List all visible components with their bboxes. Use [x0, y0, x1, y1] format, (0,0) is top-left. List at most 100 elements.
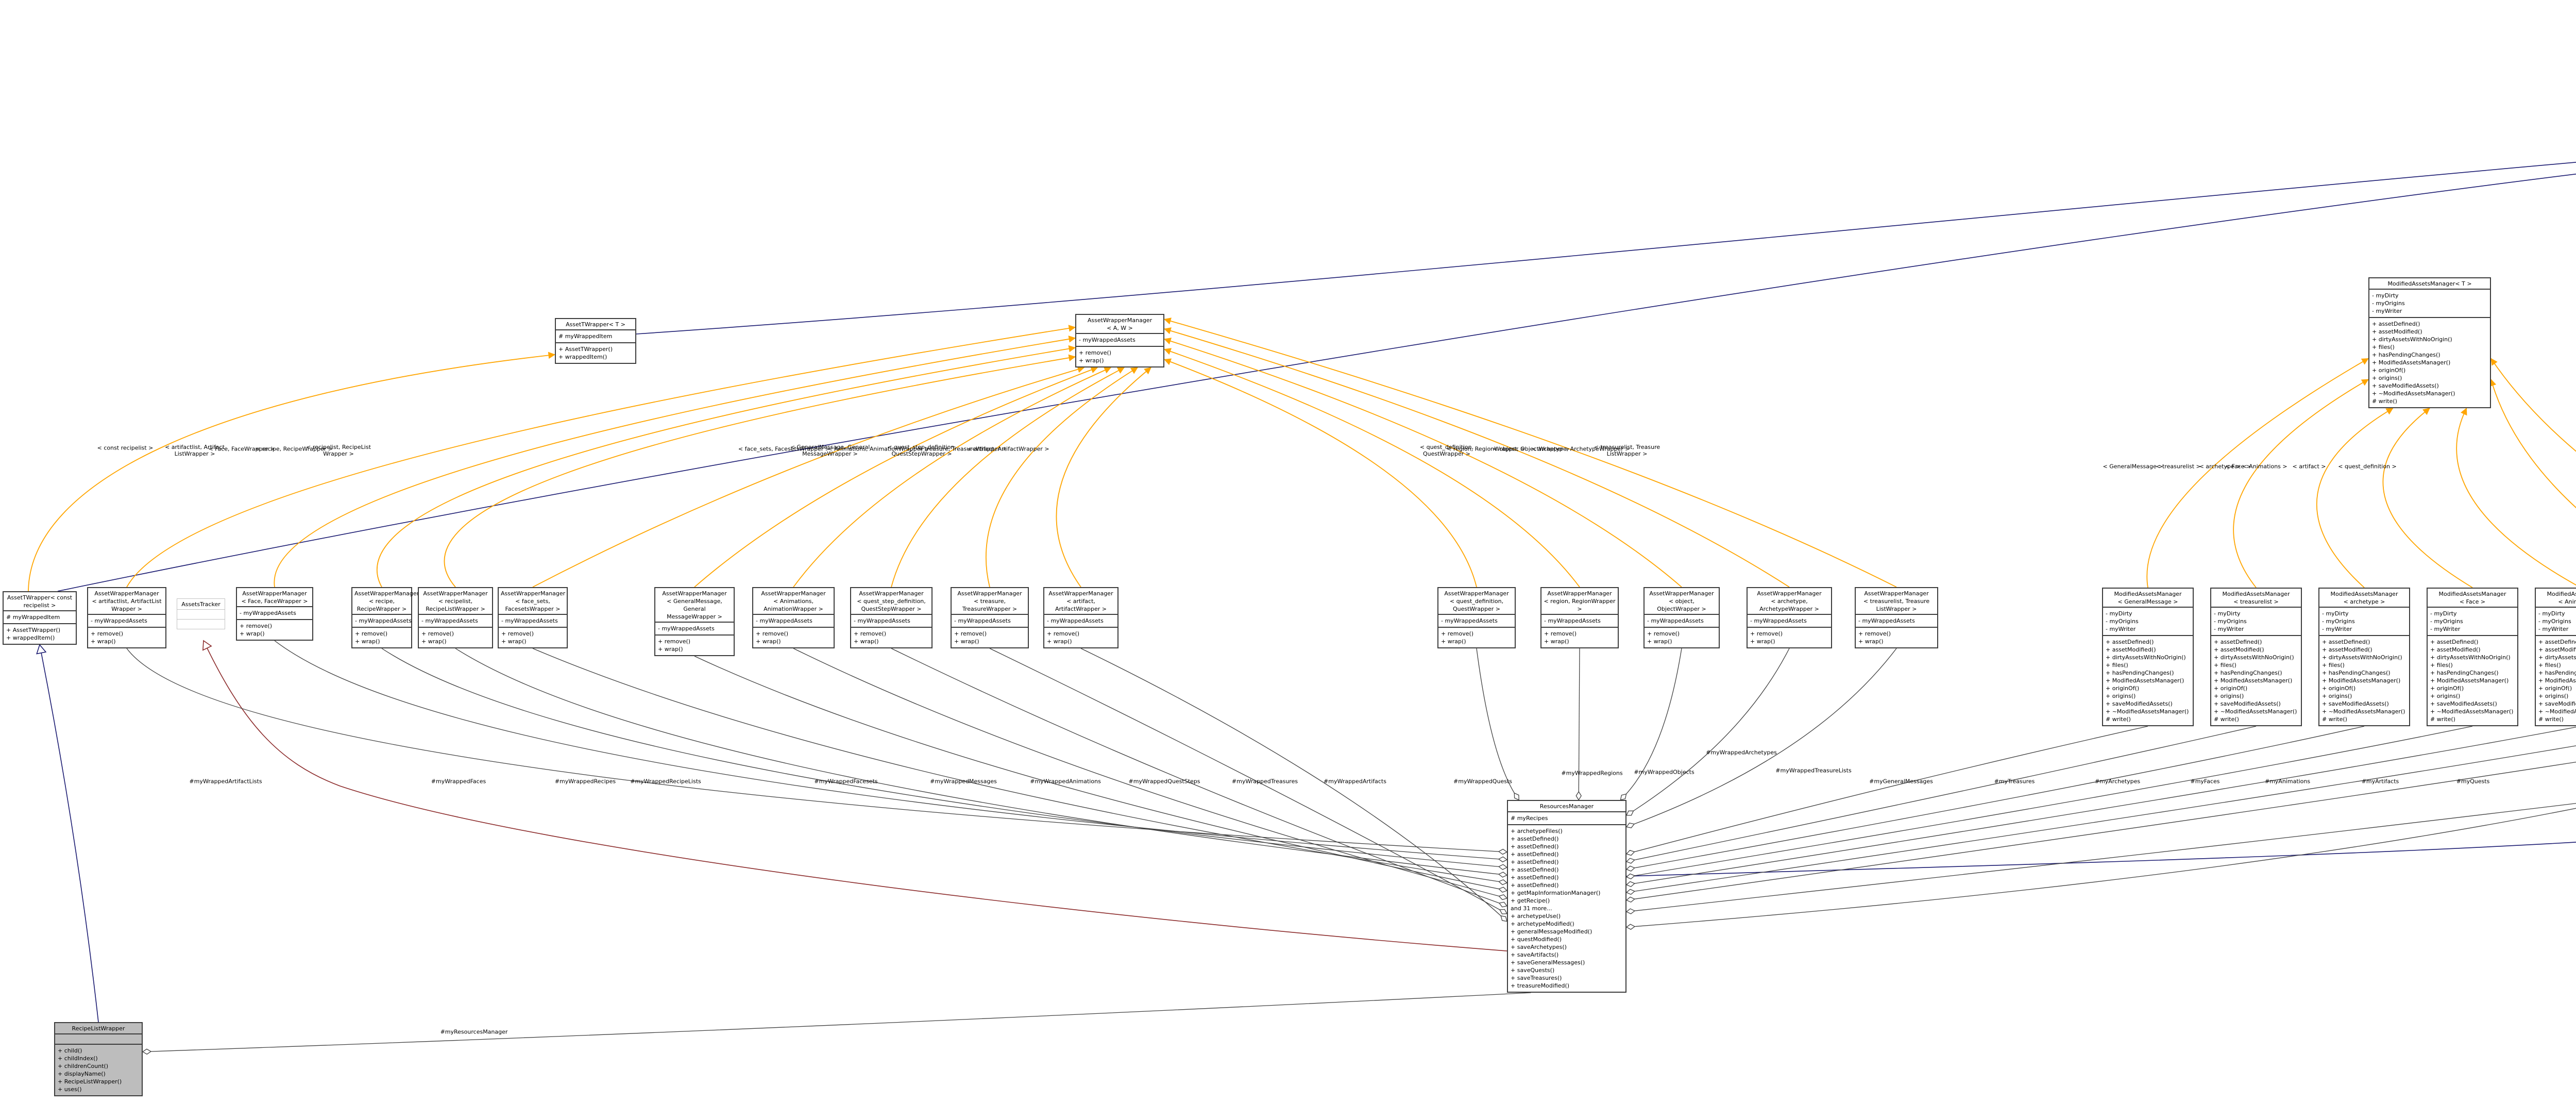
usage-edge	[1626, 745, 2576, 893]
class-title: AssetWrapperManager < quest_step_definit…	[851, 588, 931, 615]
template-edge	[2490, 379, 2576, 509]
template-edge	[376, 347, 1076, 588]
class-awm_treasurelist[interactable]: AssetWrapperManager < treasurelist, Trea…	[1855, 587, 1938, 648]
inheritm-edge	[203, 640, 1507, 951]
method: + remove()	[1047, 630, 1080, 637]
method-section: + assetDefined()+ assetModified()+ dirty…	[2103, 635, 2193, 725]
edge-label: < Animations >	[2242, 463, 2287, 470]
method: + child()	[58, 1047, 82, 1054]
class-atw_recipelist[interactable]: AssetTWrapper< const recipelist ># myWra…	[3, 591, 77, 645]
class-assetstracker[interactable]: AssetsTracker	[177, 598, 225, 629]
method: + childrenCount()	[58, 1063, 109, 1069]
class-awm_object[interactable]: AssetWrapperManager < object, ObjectWrap…	[1643, 587, 1720, 648]
class-resources[interactable]: ResourcesManager# myRecipes+ archetypeFi…	[1507, 800, 1626, 993]
template-edge	[793, 367, 1111, 588]
class-title: ModifiedAssetsManager < Animations >	[2536, 589, 2576, 608]
method: + uses()	[58, 1086, 82, 1093]
attribute-section: # myWrappedItem	[556, 330, 635, 342]
method: + wrap()	[240, 630, 265, 637]
attribute: - myWrappedAssets	[1047, 617, 1104, 624]
edge-label: < quest_definition >	[2338, 463, 2397, 470]
class-mam_face[interactable]: ModifiedAssetsManager < Face >- myDirty-…	[2427, 588, 2518, 726]
edge-label: < artifact >	[2292, 463, 2326, 470]
edge-label: #myWrappedQuests	[1453, 778, 1512, 785]
attribute: - myWrappedAssets	[756, 617, 812, 624]
attribute: - myWriter	[2322, 626, 2352, 632]
method: + wrap()	[91, 638, 116, 645]
method: + saveModifiedAssets()	[2214, 700, 2281, 707]
class-awm_questdef[interactable]: AssetWrapperManager < quest_definition, …	[1437, 587, 1516, 648]
method: + AssetTWrapper()	[6, 627, 60, 633]
method: + assetModified()	[2430, 646, 2481, 653]
attribute-section: - myWrappedAssets	[1541, 615, 1618, 627]
class-title: AssetWrapperManager < Animations, Animat…	[753, 588, 834, 615]
method: + assetModified()	[2538, 646, 2576, 653]
class-title: ResourcesManager	[1508, 801, 1625, 812]
class-title: ModifiedAssetsManager < Face >	[2428, 589, 2517, 608]
attribute: - myWrappedAssets	[854, 617, 910, 624]
method-section: + remove()+ wrap()	[237, 619, 312, 640]
method: + remove()	[240, 623, 273, 629]
attribute: - myDirty	[2538, 610, 2565, 617]
class-title: AssetsTracker	[177, 599, 225, 610]
class-atw_t[interactable]: AssetTWrapper< T ># myWrappedItem+ Asset…	[555, 318, 636, 364]
class-title: AssetWrapperManager < recipe, RecipeWrap…	[352, 588, 419, 615]
class-title: RecipeListWrapper	[55, 1023, 142, 1034]
class-awm_artifact[interactable]: AssetWrapperManager < artifact, Artifact…	[1043, 587, 1118, 648]
class-awm_artifactlist[interactable]: AssetWrapperManager < artifactlist, Arti…	[87, 587, 166, 648]
attribute: - myOrigins	[2214, 618, 2247, 625]
edge-label: < artifact, ArtifactWrapper >	[967, 445, 1049, 453]
class-title: AssetWrapperManager < artifact, Artifact…	[1044, 588, 1117, 615]
method: + remove()	[854, 630, 887, 637]
template-edge	[1056, 367, 1151, 588]
method-section: + remove()+ wrap()	[88, 627, 165, 647]
class-awm_queststep[interactable]: AssetWrapperManager < quest_step_definit…	[850, 587, 933, 648]
class-awm_face[interactable]: AssetWrapperManager < Face, FaceWrapper …	[236, 587, 313, 641]
method: + saveModifiedAssets()	[2372, 382, 2439, 389]
template-edge	[2146, 358, 2369, 588]
class-title: AssetWrapperManager < quest_definition, …	[1438, 588, 1515, 615]
class-awm_t[interactable]: AssetWrapperManager < A, W >- myWrappedA…	[1075, 314, 1164, 367]
class-mam_treasurelist[interactable]: ModifiedAssetsManager < treasurelist >- …	[2210, 588, 2302, 726]
method-section: + remove()+ wrap()	[1748, 627, 1831, 647]
method: + wrappedItem()	[6, 634, 55, 641]
method: + originOf()	[2214, 685, 2248, 692]
method: + wrap()	[854, 638, 879, 645]
class-mam_generalmessage[interactable]: ModifiedAssetsManager < GeneralMessage >…	[2102, 588, 2194, 726]
attribute-section: - myWrappedAssets	[851, 615, 931, 627]
class-mam_archetype[interactable]: ModifiedAssetsManager < archetype >- myD…	[2318, 588, 2410, 726]
template-edge	[694, 367, 1098, 588]
method: # write()	[2106, 716, 2131, 723]
class-awm_archetype[interactable]: AssetWrapperManager < archetype, Archety…	[1747, 587, 1832, 648]
attribute-section: - myWrappedAssets	[1645, 615, 1719, 627]
class-awm_region[interactable]: AssetWrapperManager < region, RegionWrap…	[1540, 587, 1619, 648]
method: + getRecipe()	[1511, 897, 1550, 904]
method: # write()	[2430, 716, 2455, 723]
method-section: + assetDefined()+ assetModified()+ dirty…	[2369, 317, 2490, 407]
edge-label: #myArtifacts	[2361, 778, 2399, 785]
template-edge	[1164, 359, 1477, 588]
class-awm_treasure[interactable]: AssetWrapperManager < treasure, Treasure…	[951, 587, 1029, 648]
method: + assetDefined()	[2214, 639, 2262, 645]
template-edge	[2490, 358, 2576, 452]
attribute-section: - myWrappedAssets	[1044, 615, 1117, 627]
class-mam_animations[interactable]: ModifiedAssetsManager < Animations > - my…	[2535, 588, 2576, 726]
method: + remove()	[1544, 630, 1577, 637]
attribute-section: - myWrappedAssets	[237, 607, 312, 619]
class-title: AssetWrapperManager < Face, FaceWrapper …	[237, 588, 312, 607]
method: + assetDefined()	[1511, 859, 1559, 865]
class-mam_t[interactable]: ModifiedAssetsManager< T >- myDirty- myO…	[2368, 277, 2491, 408]
attribute: - myWrappedAssets	[658, 625, 715, 632]
method: + ModifiedAssetsManager()	[2106, 677, 2184, 684]
attribute: - myOrigins	[2322, 618, 2355, 625]
class-awm_facesets[interactable]: AssetWrapperManager < face_sets, Faceset…	[498, 587, 568, 648]
class-recipelistwrapper[interactable]: RecipeListWrapper+ child()+ childIndex()…	[54, 1022, 143, 1096]
template-edge	[2382, 408, 2473, 588]
class-awm_animations[interactable]: AssetWrapperManager < Animations, Animat…	[752, 587, 835, 648]
class-awm_recipelist[interactable]: AssetWrapperManager < recipelist, Recipe…	[418, 587, 493, 648]
class-awm_recipe[interactable]: AssetWrapperManager < recipe, RecipeWrap…	[351, 587, 419, 648]
attribute: - myWrappedAssets	[954, 617, 1011, 624]
method-section: + remove()+ wrap()	[1076, 346, 1163, 366]
class-awm_generalmessage[interactable]: AssetWrapperManager < GeneralMessage, Ge…	[654, 587, 735, 656]
